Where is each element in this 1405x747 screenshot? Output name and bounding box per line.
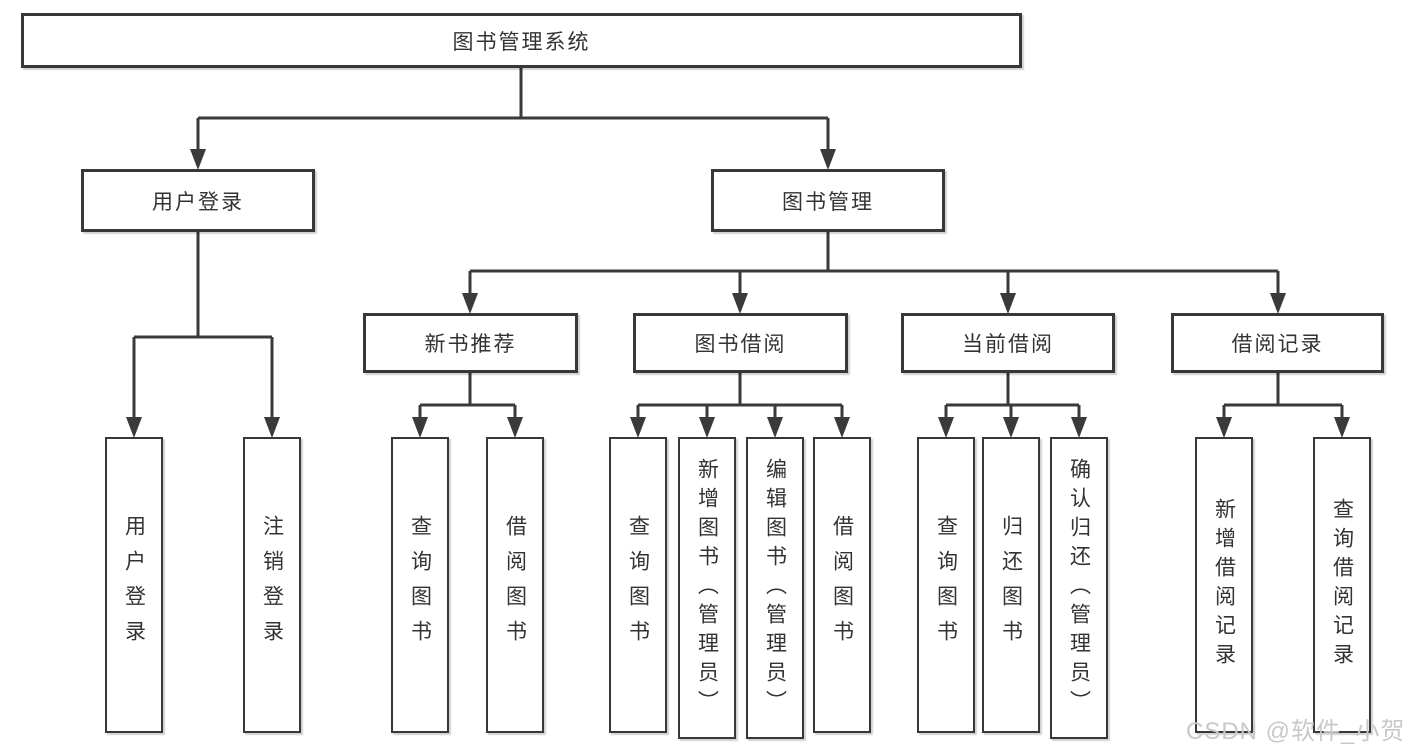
node-label: 借阅图书 [503,515,527,655]
node-label: 新增图书（管理员） [695,457,719,719]
csdn-watermark: CSDN @软件_小贺同学 [1186,718,1405,745]
node-book-management: 图书管理 [711,169,945,232]
node-leaf-user-login: 用户登录 [105,437,163,733]
node-label: 借阅记录 [1231,333,1324,356]
node-leaf-query-books-recommend: 查询图书 [391,437,449,733]
node-label: 注销登录 [260,515,284,655]
node-leaf-query-borrow-record: 查询借阅记录 [1313,437,1371,733]
node-leaf-logout: 注销登录 [243,437,301,733]
node-leaf-confirm-return-admin: 确认归还（管理员） [1050,437,1108,739]
node-label: 图书管理系统 [452,30,591,54]
node-borrowing-records: 借阅记录 [1171,313,1384,373]
node-leaf-add-book-admin: 新增图书（管理员） [678,437,736,739]
node-new-book-recommend: 新书推荐 [363,313,578,373]
node-leaf-edit-book-admin: 编辑图书（管理员） [746,437,804,739]
node-leaf-query-books-borrowing: 查询图书 [609,437,667,733]
node-label: 确认归还（管理员） [1067,457,1091,719]
node-label: 新书推荐 [424,333,517,356]
node-label: 图书借阅 [694,333,787,356]
node-leaf-query-books-current: 查询图书 [917,437,975,733]
node-book-borrowing: 图书借阅 [633,313,848,373]
node-label: 图书管理 [782,190,874,214]
node-label: 查询图书 [408,515,432,655]
node-label: 编辑图书（管理员） [763,457,787,719]
node-library-management-system: 图书管理系统 [21,13,1022,68]
node-leaf-borrow-books-borrowing: 借阅图书 [813,437,871,733]
node-label: 借阅图书 [830,515,854,655]
node-leaf-borrow-books-recommend: 借阅图书 [486,437,544,733]
node-label: 新增借阅记录 [1212,498,1236,672]
node-label: 当前借阅 [962,333,1054,356]
node-label: 用户登录 [152,190,244,214]
node-label: 查询图书 [934,515,958,655]
node-label: 查询图书 [626,515,650,655]
node-leaf-add-borrow-record: 新增借阅记录 [1195,437,1253,733]
node-user-login: 用户登录 [81,169,315,232]
node-current-borrowing: 当前借阅 [901,313,1115,373]
node-label: 查询借阅记录 [1330,498,1354,672]
node-leaf-return-book: 归还图书 [982,437,1040,733]
node-label: 用户登录 [122,515,146,655]
node-label: 归还图书 [999,515,1023,655]
